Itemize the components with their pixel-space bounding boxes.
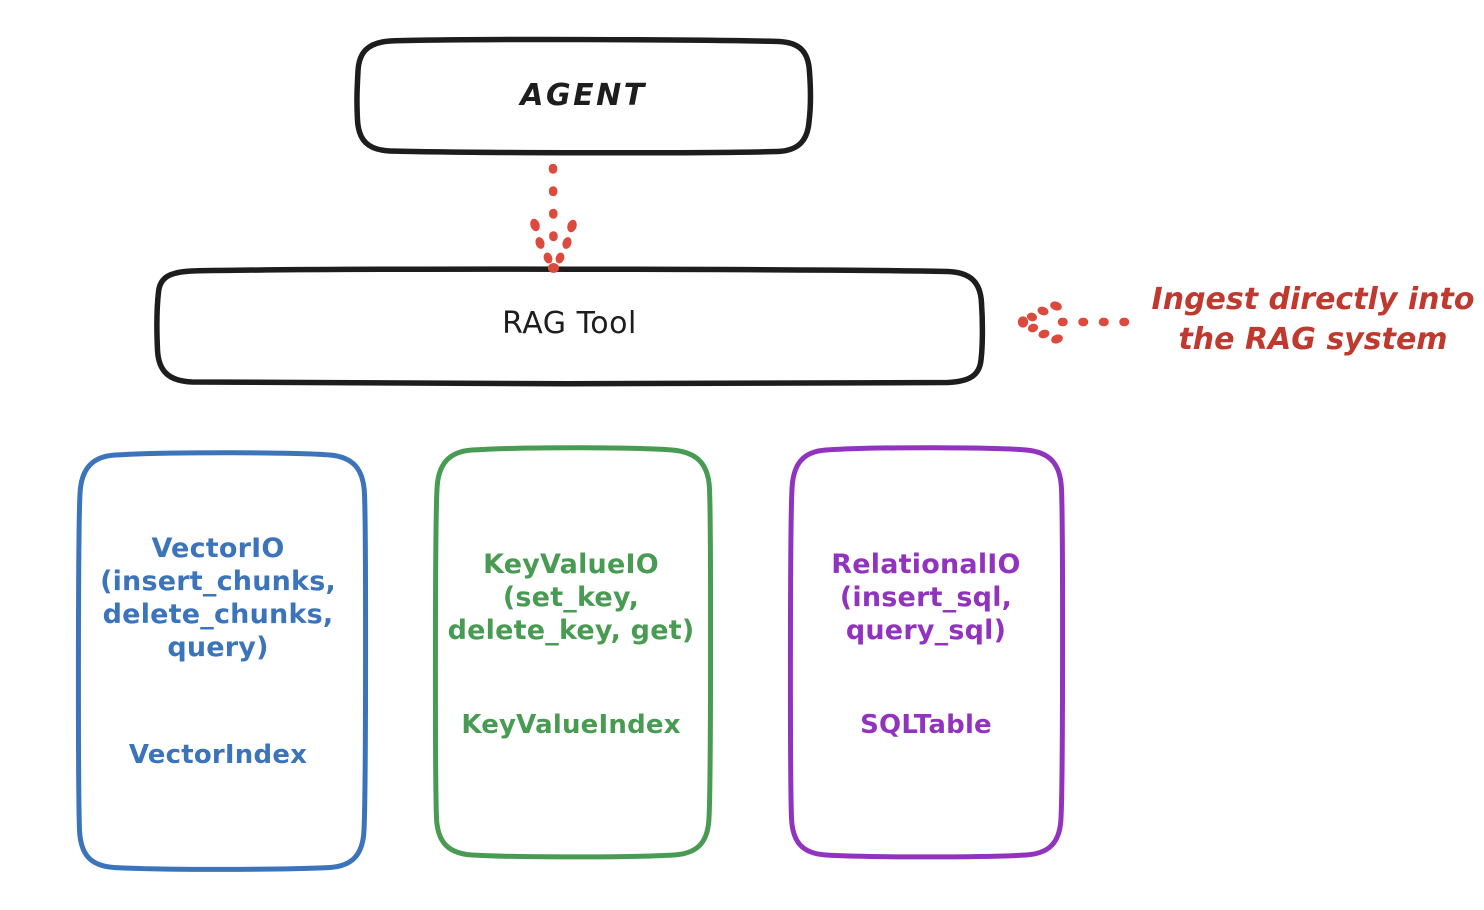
vector-io-box-outline	[75, 450, 369, 872]
node-agent[interactable]	[354, 36, 814, 156]
relational-io-box-outline	[787, 445, 1066, 860]
node-key-value-io[interactable]	[432, 445, 714, 860]
agent-box-outline	[354, 36, 814, 156]
connector-ingest-note-to-rag-tool	[1017, 301, 1138, 344]
arrowhead-down	[530, 218, 577, 273]
rag-tool-box-outline	[154, 266, 986, 387]
arrowhead-left	[1017, 301, 1063, 344]
node-rag-tool[interactable]	[154, 266, 986, 387]
connector-line	[548, 163, 558, 251]
connector-agent-to-rag-tool	[530, 163, 577, 273]
node-vector-io[interactable]	[75, 450, 369, 872]
node-relational-io[interactable]	[787, 445, 1066, 860]
key-value-io-box-outline	[432, 445, 714, 860]
